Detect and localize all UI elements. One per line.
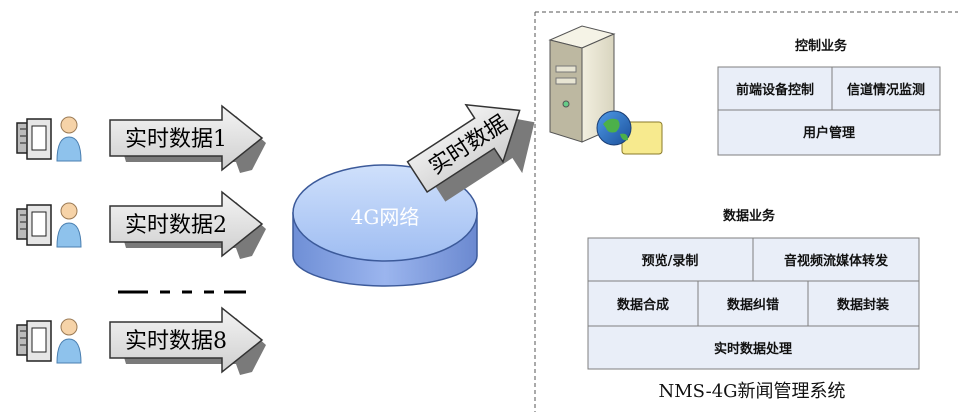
person-icon bbox=[56, 116, 82, 162]
data-title: 数据业务 bbox=[723, 208, 776, 224]
data-item-preview-label: 预览/录制 bbox=[642, 253, 699, 269]
data-item-encap-label: 数据封装 bbox=[837, 297, 889, 313]
source-row-2: 实时数据2 bbox=[16, 190, 266, 259]
data-arrow-2: 实时数据2 bbox=[109, 190, 266, 259]
control-title: 控制业务 bbox=[795, 38, 848, 54]
data-arrow-1-label: 实时数据1 bbox=[125, 127, 227, 152]
camera-icon bbox=[16, 118, 52, 160]
data-arrow-1: 实时数据1 bbox=[109, 104, 266, 173]
control-item-channel-label: 信道情况监测 bbox=[847, 82, 925, 98]
camera-icon bbox=[16, 204, 52, 246]
control-item-device-label: 前端设备控制 bbox=[736, 82, 814, 98]
control-item-device bbox=[717, 66, 833, 111]
globe-icon bbox=[596, 110, 663, 155]
data-arrow-8-label: 实时数据8 bbox=[125, 329, 227, 354]
control-item-user-label: 用户管理 bbox=[802, 125, 855, 141]
data-item-preview bbox=[587, 237, 754, 282]
camera-icon bbox=[16, 320, 52, 362]
control-panel: 前端设备控制 信道情况监测 用户管理 bbox=[717, 66, 941, 156]
data-item-stream-label: 音视频流媒体转发 bbox=[784, 253, 889, 269]
data-item-realtime bbox=[587, 325, 920, 370]
source-row-1: 实时数据1 bbox=[16, 104, 266, 173]
data-arrow-8: 实时数据8 bbox=[109, 306, 266, 375]
data-item-compose-label: 数据合成 bbox=[617, 297, 669, 313]
control-item-channel bbox=[831, 66, 941, 111]
control-item-user bbox=[717, 109, 941, 156]
uplink-arrow: 实时数据 bbox=[406, 103, 535, 202]
person-icon bbox=[56, 318, 82, 364]
data-item-realtime-label: 实时数据处理 bbox=[714, 341, 792, 357]
source-row-8: 实时数据8 bbox=[16, 306, 266, 375]
person-icon bbox=[56, 202, 82, 248]
data-panel: 预览/录制 音视频流媒体转发 数据合成 数据纠错 数据封装 实时数据处理 bbox=[587, 237, 920, 370]
data-arrow-2-label: 实时数据2 bbox=[125, 213, 227, 238]
network-label: 4G网络 bbox=[351, 205, 420, 229]
system-name: NMS-4G新闻管理系统 bbox=[658, 381, 845, 402]
data-item-correct-label: 数据纠错 bbox=[727, 297, 779, 313]
data-item-stream bbox=[752, 237, 920, 282]
